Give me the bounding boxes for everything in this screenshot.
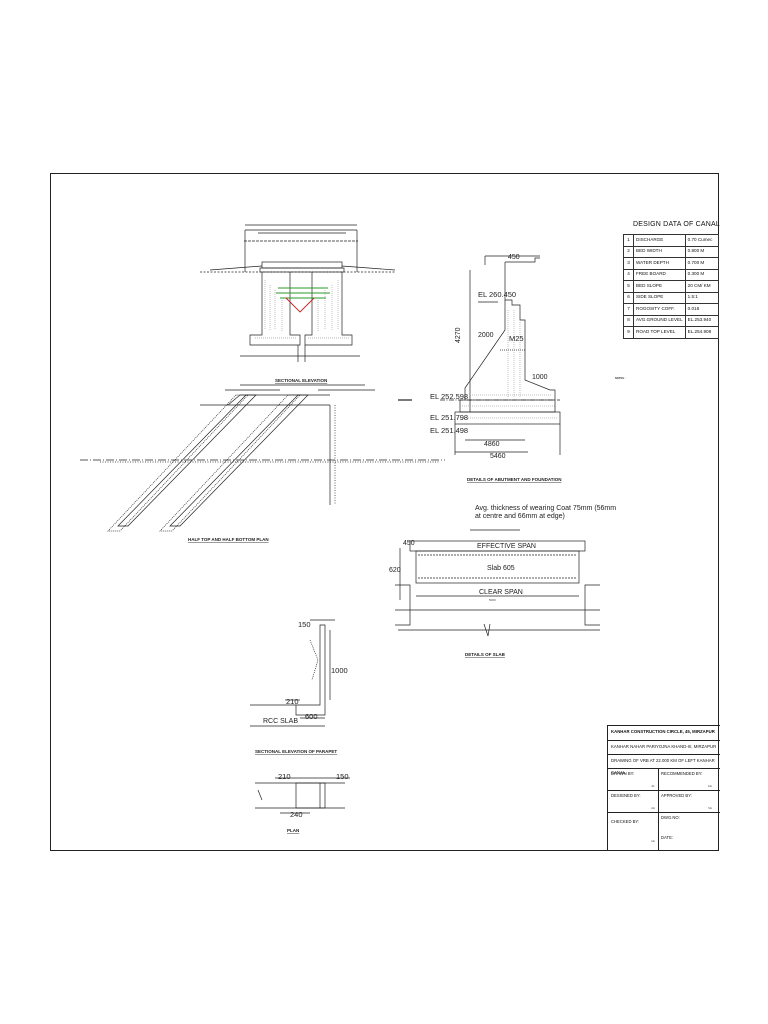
- row-number: 4: [623, 268, 634, 281]
- drawing-name: DRAWING OF VRB AT 22.000 KM OF LEFT KANH…: [608, 754, 720, 775]
- parapet-dim-600: 600: [305, 712, 318, 721]
- parameter-value: 20 CM/ KM: [684, 280, 719, 293]
- caption-parapet: SECTIONAL ELEVATION OF PARAPET: [255, 749, 337, 754]
- caption-slab: DETAILS OF SLAB: [465, 652, 506, 657]
- dim-4860: 4860: [484, 441, 500, 448]
- notes-block: NOTES :: [615, 377, 707, 382]
- approved-by-label: APPROVED BY:: [661, 793, 692, 798]
- parameter-name: BED WIDTH: [633, 245, 686, 258]
- parameter-value: 0.800 M: [684, 245, 719, 258]
- designed-by-label: DESIGNED BY:: [611, 793, 641, 798]
- plan-dim-210: 210: [278, 772, 291, 781]
- sig-ee: EE: [708, 784, 713, 788]
- slab-thickness-label: Slab 605: [487, 565, 515, 572]
- rcc-slab-label: RCC SLAB: [263, 718, 298, 725]
- row-number: 1: [623, 234, 634, 247]
- row-number: 3: [623, 257, 634, 270]
- parapet-drawing: [250, 619, 335, 727]
- parapet-dim-210: 210: [286, 697, 299, 706]
- plan-drawing: [255, 777, 350, 814]
- wearing-coat-line1: Avg. thickness of wearing Coat 75mm (56m…: [475, 505, 616, 512]
- grade-label: M25: [509, 334, 524, 343]
- parameter-name: ROAD TOP LEVEL: [633, 326, 686, 339]
- abutment-drawing: [398, 255, 561, 455]
- effective-span-label: EFFECTIVE SPAN: [477, 543, 536, 550]
- caption-plan: PLAN: [287, 828, 299, 833]
- date-label: DATE:: [661, 835, 674, 840]
- notes-heading: NOTES :: [615, 377, 626, 380]
- half-plan-drawing: [80, 394, 445, 532]
- parameter-value: 0.018: [684, 303, 719, 316]
- org-name: KANHAR CONSTRUCTION CIRCLE, 45, MIRZAPUR: [608, 725, 720, 738]
- dim-2000: 2000: [478, 332, 494, 339]
- parameter-value: 0.700 M: [684, 257, 719, 270]
- sig-se: SE: [708, 806, 713, 810]
- parameter-name: FREE BOARD: [633, 268, 686, 281]
- el-2-label: EL 251.798: [430, 413, 468, 422]
- design-data-title: DESIGN DATA OF CANAL: [633, 221, 720, 228]
- sig-ae: AE: [651, 806, 656, 810]
- slab-dim-450: 450: [403, 540, 415, 547]
- parameter-name: WATER DEPTH: [633, 257, 686, 270]
- dim-4270: 4270: [455, 327, 462, 343]
- row-number: 5: [623, 280, 634, 293]
- sig-je: JE: [651, 784, 655, 788]
- parameter-name: BED SLOPE: [633, 280, 686, 293]
- parameter-value: 1.5:1: [684, 291, 719, 304]
- slab-drawing: [395, 529, 600, 637]
- row-number: 9: [623, 326, 634, 339]
- project-name: KANHAR NAHAR PARIYOJNA KHAND-III, MIRZAP…: [608, 740, 720, 754]
- title-block: KANHAR CONSTRUCTION CIRCLE, 45, MIRZAPUR…: [607, 725, 720, 851]
- parameter-name: DISCHARGE: [633, 234, 686, 247]
- clear-span-label: CLEAR SPAN: [479, 589, 523, 596]
- dwg-no-label: DWG.NO:: [661, 815, 680, 820]
- recommended-by-label: RECOMMENDED BY:: [661, 771, 703, 776]
- parameter-name: ROGOSITY COFF.: [633, 303, 686, 316]
- parameter-name: AVG.GROUND LEVEL: [633, 314, 686, 327]
- parameter-value: EL.253.940: [684, 314, 719, 327]
- caption-abutment: DETAILS OF ABUTMENT AND FOUNDATION: [467, 477, 562, 482]
- el-top-label: EL 260.450: [478, 290, 516, 299]
- dim-450: 450: [508, 254, 520, 261]
- checked-by-label: CHECKED BY:: [611, 819, 640, 824]
- row-number: 2: [623, 245, 634, 258]
- parameter-value: 0.300 M: [684, 268, 719, 281]
- parameter-value: EL.254.908: [684, 326, 719, 339]
- row-number: 7: [623, 303, 634, 316]
- sectional-elevation: [200, 224, 396, 391]
- row-number: 8: [623, 314, 634, 327]
- slab-dim-5000: 5000: [489, 598, 496, 602]
- slab-dim-620: 620: [389, 567, 401, 574]
- plan-dim-150: 150: [336, 772, 349, 781]
- sig-ae-2: AE: [651, 839, 656, 843]
- caption-half-plan: HALF TOP AND HALF BOTTOM PLAN: [188, 537, 269, 542]
- parameter-name: SIDE SLOPE: [633, 291, 686, 304]
- drawing-sheet: [50, 173, 719, 851]
- parameter-value: 0.70 Cumec: [684, 234, 719, 247]
- el-3-label: EL 251.498: [430, 426, 468, 435]
- el-1-label: EL 252.598: [430, 392, 468, 401]
- plan-dim-240: 240: [290, 810, 303, 819]
- caption-sectional-elevation: SECTIONAL ELEVATION: [275, 378, 327, 383]
- dim-1000: 1000: [532, 374, 548, 381]
- row-number: 6: [623, 291, 634, 304]
- drawn-by-label: DRAWN BY:: [611, 771, 635, 776]
- dim-5460: 5460: [490, 453, 506, 460]
- parapet-dim-150: 150: [298, 620, 311, 629]
- wearing-coat-line2: at centre and 66mm at edge): [475, 513, 565, 520]
- parapet-dim-1000: 1000: [331, 666, 348, 675]
